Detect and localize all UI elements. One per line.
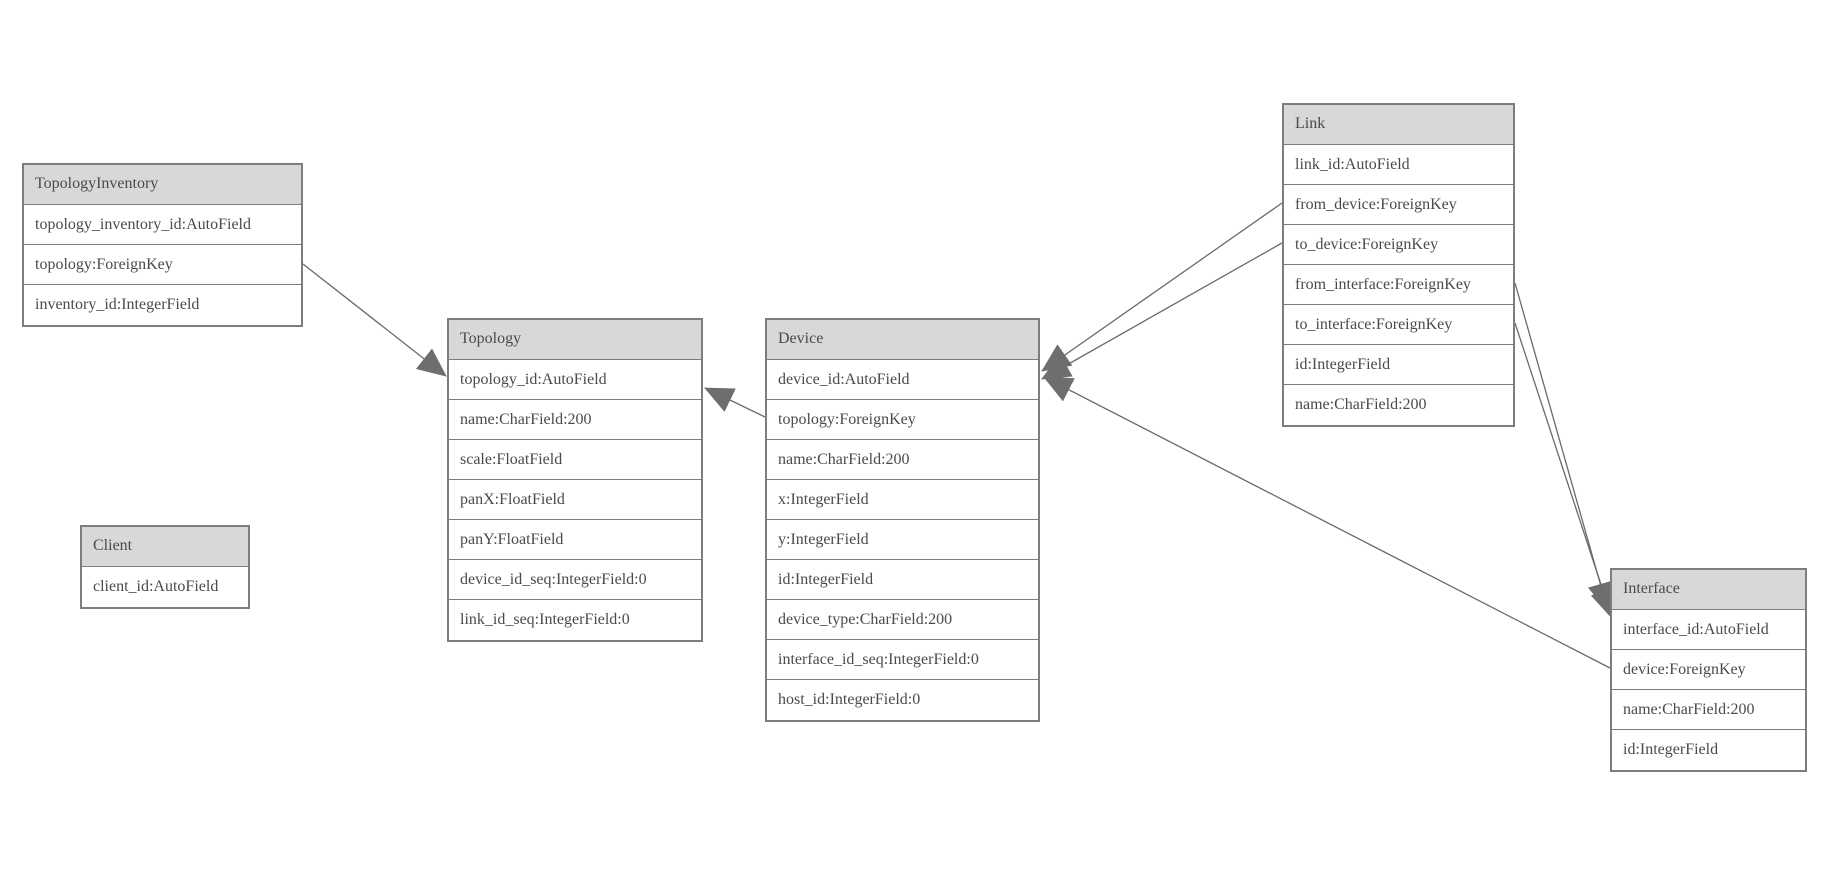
edge-link-from_interface-to-interface	[1514, 282, 1613, 612]
entity-row: link_id_seq:IntegerField:0	[449, 600, 701, 640]
edge-link-to_device-to-device	[1041, 242, 1283, 380]
edge-link-to_interface-to-interface	[1514, 322, 1616, 619]
entity-row: name:CharField:200	[1284, 385, 1513, 425]
entity-row: id:IntegerField	[767, 560, 1038, 600]
edge-interface-device-to-device	[1043, 376, 1611, 669]
entity-title: Client	[82, 527, 248, 567]
entity-title: Link	[1284, 105, 1513, 145]
entity-row: topology:ForeignKey	[24, 245, 301, 285]
entity-title: Interface	[1612, 570, 1805, 610]
entity-row: from_device:ForeignKey	[1284, 185, 1513, 225]
entity-row: name:CharField:200	[1612, 690, 1805, 730]
entity-row: interface_id_seq:IntegerField:0	[767, 640, 1038, 680]
edge-topologyinventory-topology-to-topology	[302, 263, 447, 377]
entity-row: host_id:IntegerField:0	[767, 680, 1038, 720]
entity-row: from_interface:ForeignKey	[1284, 265, 1513, 305]
edge-link-from_device-to-device	[1041, 202, 1283, 372]
entity-row: y:IntegerField	[767, 520, 1038, 560]
entity-row: id:IntegerField	[1284, 345, 1513, 385]
entity-row: client_id:AutoField	[82, 567, 248, 607]
entity-row: id:IntegerField	[1612, 730, 1805, 770]
entity-row: name:CharField:200	[449, 400, 701, 440]
entity-row: link_id:AutoField	[1284, 145, 1513, 185]
entity-row: interface_id:AutoField	[1612, 610, 1805, 650]
entity-device: Device device_id:AutoField topology:Fore…	[765, 318, 1040, 722]
entity-row: panX:FloatField	[449, 480, 701, 520]
entity-client: Client client_id:AutoField	[80, 525, 250, 609]
entity-row: device_id:AutoField	[767, 360, 1038, 400]
entity-row: topology:ForeignKey	[767, 400, 1038, 440]
entity-interface: Interface interface_id:AutoField device:…	[1610, 568, 1807, 772]
entity-link: Link link_id:AutoField from_device:Forei…	[1282, 103, 1515, 427]
entity-title: TopologyInventory	[24, 165, 301, 205]
edge-device-topology-to-topology	[704, 387, 766, 418]
entity-row: x:IntegerField	[767, 480, 1038, 520]
entity-row: topology_inventory_id:AutoField	[24, 205, 301, 245]
entity-row: device_id_seq:IntegerField:0	[449, 560, 701, 600]
entity-row: device:ForeignKey	[1612, 650, 1805, 690]
entity-row: panY:FloatField	[449, 520, 701, 560]
entity-row: topology_id:AutoField	[449, 360, 701, 400]
entity-row: to_device:ForeignKey	[1284, 225, 1513, 265]
entity-row: device_type:CharField:200	[767, 600, 1038, 640]
entity-topology: Topology topology_id:AutoField name:Char…	[447, 318, 703, 642]
entity-topologyinventory: TopologyInventory topology_inventory_id:…	[22, 163, 303, 327]
entity-title: Device	[767, 320, 1038, 360]
entity-row: to_interface:ForeignKey	[1284, 305, 1513, 345]
entity-row: inventory_id:IntegerField	[24, 285, 301, 325]
entity-row: scale:FloatField	[449, 440, 701, 480]
entity-title: Topology	[449, 320, 701, 360]
entity-row: name:CharField:200	[767, 440, 1038, 480]
